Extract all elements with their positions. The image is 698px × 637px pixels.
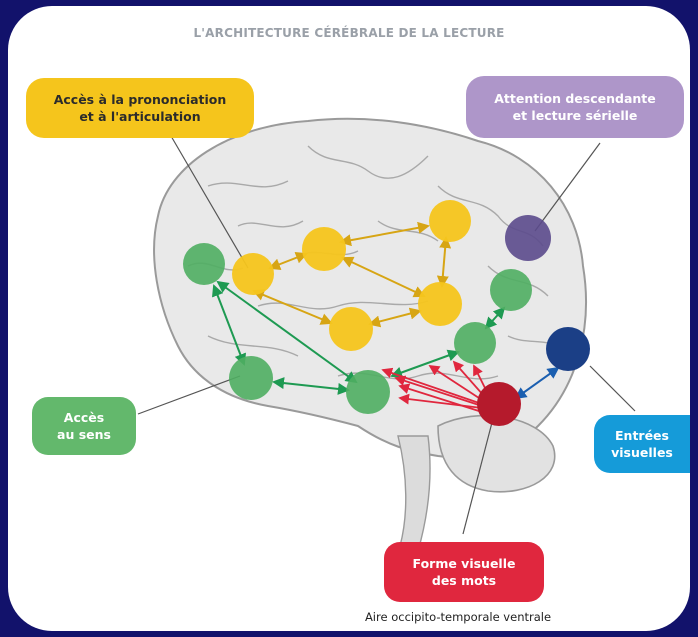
label-visual-input: Entrées visuelles	[594, 415, 690, 473]
diagram-title: L'ARCHITECTURE CÉRÉBRALE DE LA LECTURE	[193, 26, 505, 40]
node-yellow-1	[232, 253, 274, 295]
label-word-form: Forme visuelle des mots	[384, 542, 544, 602]
green-connections	[211, 280, 506, 395]
node-dark-blue	[546, 327, 590, 371]
diagram-card: L'ARCHITECTURE CÉRÉBRALE DE LA LECTURE	[8, 6, 690, 631]
node-yellow-3	[429, 200, 471, 242]
node-purple	[505, 215, 551, 261]
node-temporal-green	[229, 356, 273, 400]
brain-nodes	[183, 200, 590, 426]
node-frontal-green	[183, 243, 225, 285]
node-green-5	[490, 269, 532, 311]
label-attention: Attention descendante et lecture sériell…	[466, 76, 684, 138]
caption: Aire occipito-temporale ventrale	[364, 610, 552, 624]
blue-connection	[514, 366, 560, 400]
label-pronunciation: Accès à la prononciation et à l'articula…	[26, 78, 254, 138]
node-yellow-5	[329, 307, 373, 351]
node-yellow-2	[302, 227, 346, 271]
label-meaning: Accès au sens	[32, 397, 136, 455]
node-red	[477, 382, 521, 426]
brain-illustration	[137, 117, 636, 552]
red-connections	[381, 360, 489, 413]
node-middle-green	[346, 370, 390, 414]
node-yellow-4	[418, 282, 462, 326]
node-green-4	[454, 322, 496, 364]
